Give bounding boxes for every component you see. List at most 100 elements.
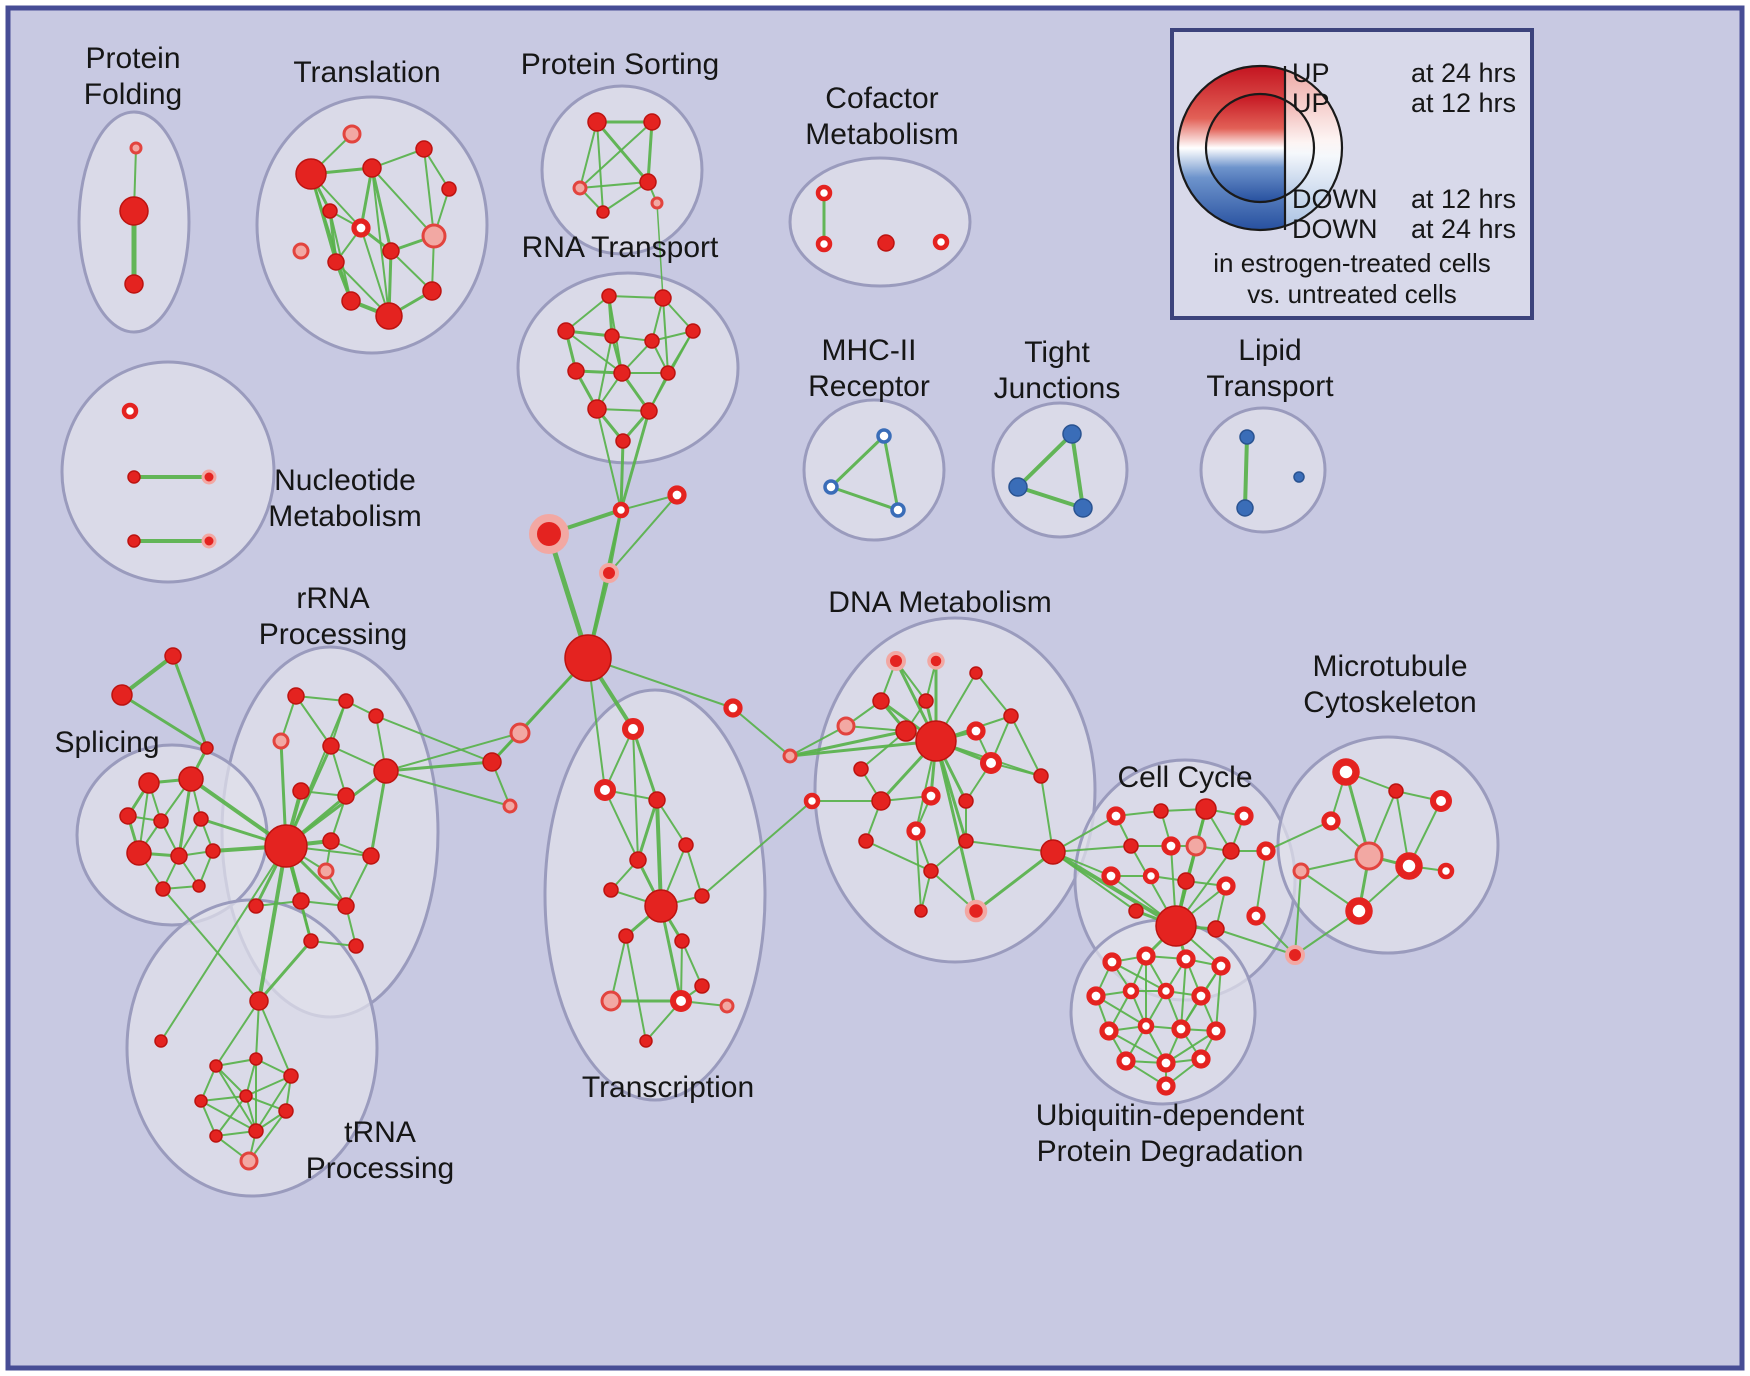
edge-u4-u12 xyxy=(1215,965,1222,1032)
gene-node-c1 xyxy=(482,752,502,772)
gene-node-ps2 xyxy=(643,113,661,131)
gene-node-cc4 xyxy=(1234,806,1254,826)
gene-node-ccbig xyxy=(1155,905,1197,947)
gene-node-x14 xyxy=(719,998,735,1014)
gene-node-x4 xyxy=(629,851,647,869)
cluster-cofactor-metabolism xyxy=(788,156,972,288)
gene-node-cc9 xyxy=(1256,841,1276,861)
gene-node-nm1 xyxy=(121,402,139,420)
edge-tj1-tj3 xyxy=(1070,432,1085,510)
gene-node-s7 xyxy=(170,847,188,865)
edge-ch1-ch3 xyxy=(608,494,678,574)
gene-node-cc1 xyxy=(1106,806,1126,826)
edge-r6-r11 xyxy=(369,769,388,858)
edge-cn0-cn1 xyxy=(732,707,791,757)
gene-node-r5 xyxy=(322,737,340,755)
edge-rt2-rt9 xyxy=(662,297,669,374)
gene-node-dbig xyxy=(915,720,957,762)
edge-cn1-d1 xyxy=(789,725,847,757)
edge-rt11-ch2 xyxy=(619,409,651,512)
edge-tr4-tr9 xyxy=(255,1075,292,1132)
gene-node-u3 xyxy=(1176,949,1196,969)
gene-node-ps5 xyxy=(596,205,610,219)
edge-x1-x4 xyxy=(632,728,639,861)
gene-node-cc10 xyxy=(1101,866,1121,886)
gene-node-cm3 xyxy=(877,234,895,252)
gene-node-tr6 xyxy=(239,1089,253,1103)
edge-t3-t10 xyxy=(370,166,393,253)
gene-node-cc2 xyxy=(1153,803,1169,819)
gene-node-s4 xyxy=(153,813,169,829)
edge-tr5-tr9 xyxy=(200,1100,257,1132)
edge-ch2-hub2 xyxy=(586,508,623,660)
edge-x9-x15 xyxy=(625,935,647,1042)
gene-node-ch2 xyxy=(612,501,630,519)
gene-node-u5 xyxy=(1086,986,1106,1006)
gene-node-r9 xyxy=(322,832,340,850)
gene-node-s2 xyxy=(178,766,204,792)
gene-node-x2 xyxy=(594,779,616,801)
gene-node-t9 xyxy=(327,253,345,271)
gene-node-cc13 xyxy=(1216,876,1236,896)
gene-node-d12 xyxy=(1033,768,1049,784)
gene-node-r14 xyxy=(303,933,319,949)
gene-node-d20 xyxy=(964,899,988,923)
gene-node-d6 xyxy=(918,693,934,709)
edge-tr0-rbig xyxy=(160,845,287,1042)
gene-node-d7 xyxy=(1003,708,1019,724)
cluster-translation xyxy=(255,95,489,355)
gene-node-cc3 xyxy=(1195,798,1217,820)
gene-node-r12 xyxy=(292,892,310,910)
gene-node-d11 xyxy=(980,752,1002,774)
gene-node-t14 xyxy=(422,281,442,301)
edge-tj1-tj2 xyxy=(1016,432,1074,489)
cluster-label-rna-transport: RNA Transport xyxy=(522,231,719,264)
gene-node-rt7 xyxy=(567,362,585,380)
edge-ps3-ps4 xyxy=(579,181,649,189)
legend-direction-3: DOWN xyxy=(1292,214,1377,244)
gene-node-u10 xyxy=(1137,1017,1155,1035)
legend-time-2: at 12 hrs xyxy=(1411,184,1516,214)
gene-node-sp2 xyxy=(111,684,133,706)
edge-u9-u14 xyxy=(1108,1030,1167,1064)
gene-node-s5 xyxy=(193,811,209,827)
gene-node-m9 xyxy=(1345,897,1373,925)
edge-ps4-ps5 xyxy=(602,181,649,213)
gene-node-r3 xyxy=(368,708,384,724)
edge-x3-x5 xyxy=(656,799,687,846)
gene-node-d16 xyxy=(906,821,926,841)
edge-c3-r6 xyxy=(385,770,511,807)
gene-node-r13 xyxy=(337,897,355,915)
gene-node-cc5 xyxy=(1123,838,1139,854)
gene-node-u13 xyxy=(1116,1051,1136,1071)
legend-outer-outline xyxy=(1176,64,1344,232)
gene-node-cn2 xyxy=(803,792,821,810)
edge-hub2-cn0 xyxy=(587,657,734,709)
gene-node-cn1 xyxy=(782,748,798,764)
legend-direction-1: UP xyxy=(1292,88,1330,118)
gene-node-cc12 xyxy=(1177,872,1195,890)
gene-node-r8 xyxy=(337,787,355,805)
gene-node-r15 xyxy=(348,938,364,954)
edge-tj2-tj3 xyxy=(1016,485,1085,510)
gene-node-c3 xyxy=(502,798,518,814)
gene-node-rt9 xyxy=(660,365,676,381)
gene-node-s8 xyxy=(205,843,221,859)
edge-cc0-ccbig xyxy=(1051,850,1178,928)
gene-node-tr2 xyxy=(209,1059,223,1073)
gene-node-nm4 xyxy=(127,534,141,548)
gene-node-d5 xyxy=(872,692,890,710)
gene-node-tr1 xyxy=(249,991,269,1011)
gene-node-m2 xyxy=(1388,783,1404,799)
edge-sp2-sp3 xyxy=(120,693,209,750)
edge-rt1-rt3 xyxy=(565,295,610,332)
gene-node-m3 xyxy=(1430,790,1452,812)
cluster-dna-metabolism xyxy=(813,616,1097,964)
gene-node-sp3 xyxy=(200,741,214,755)
gene-node-cc8 xyxy=(1222,842,1240,860)
gene-node-x11 xyxy=(694,978,710,994)
cluster-mhc-ii-receptor xyxy=(802,398,946,542)
gene-node-rt1 xyxy=(601,288,617,304)
